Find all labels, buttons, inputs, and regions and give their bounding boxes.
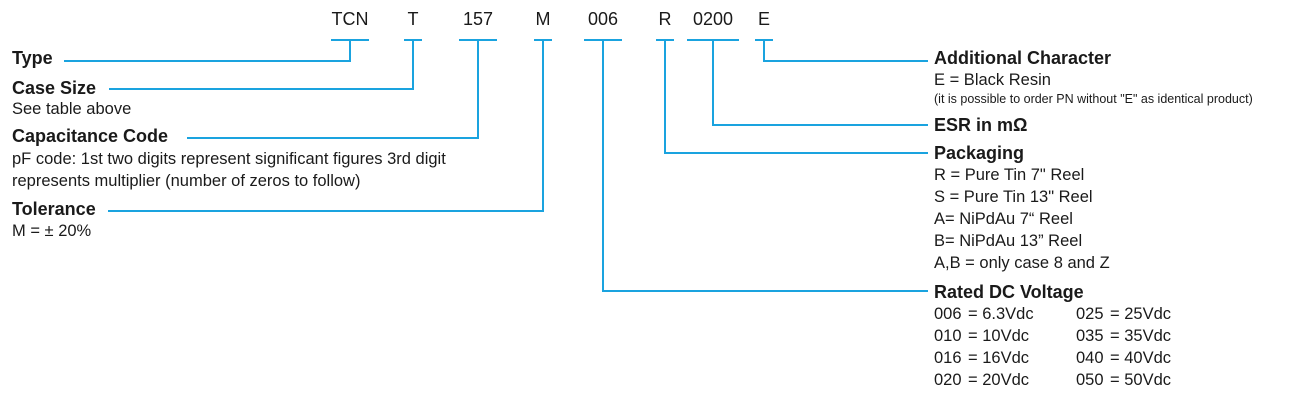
case-size-desc: See table above bbox=[12, 100, 132, 118]
voltage-code: 010 bbox=[934, 327, 962, 345]
voltage-value: = 6.3Vdc bbox=[968, 305, 1034, 323]
esr-title: ESR in mΩ bbox=[934, 115, 1028, 135]
rated-voltage-title: Rated DC Voltage bbox=[934, 282, 1084, 302]
packaging-line-4: B= NiPdAu 13” Reel bbox=[934, 232, 1083, 250]
voltage-value: = 35Vdc bbox=[1110, 327, 1172, 345]
connector-esr bbox=[712, 40, 928, 126]
voltage-value: = 10Vdc bbox=[968, 327, 1030, 345]
code-segment-packaging: R bbox=[658, 9, 672, 29]
voltage-code: 006 bbox=[934, 305, 962, 323]
code-segment-type: TCN bbox=[331, 9, 369, 29]
packaging-line-2: S = Pure Tin 13" Reel bbox=[934, 188, 1093, 206]
voltage-value: = 16Vdc bbox=[968, 349, 1030, 367]
tolerance-desc: M = ± 20% bbox=[12, 222, 92, 240]
additional-character-title: Additional Character bbox=[934, 48, 1112, 68]
voltage-code: 016 bbox=[934, 349, 962, 367]
capacitance-desc-line1: pF code: 1st two digits represent signif… bbox=[12, 150, 446, 168]
capacitance-title: Capacitance Code bbox=[12, 126, 169, 146]
connector-additional bbox=[763, 40, 928, 62]
code-segment-additional: E bbox=[757, 9, 771, 29]
connector-tolerance bbox=[108, 40, 544, 212]
additional-character-note: (it is possible to order PN without "E" … bbox=[934, 92, 1253, 106]
packaging-line-5: A,B = only case 8 and Z bbox=[934, 254, 1110, 272]
connector-packaging bbox=[664, 40, 928, 154]
voltage-code: 025 bbox=[1076, 305, 1104, 323]
code-segment-tolerance: M bbox=[535, 9, 551, 29]
tolerance-title: Tolerance bbox=[12, 199, 96, 219]
code-segment-capacitance: 157 bbox=[462, 9, 494, 29]
voltage-code: 050 bbox=[1076, 371, 1104, 389]
voltage-value: = 20Vdc bbox=[968, 371, 1030, 389]
voltage-code: 020 bbox=[934, 371, 962, 389]
packaging-line-3: A= NiPdAu 7“ Reel bbox=[934, 210, 1073, 228]
voltage-code: 035 bbox=[1076, 327, 1104, 345]
voltage-value: = 50Vdc bbox=[1110, 371, 1172, 389]
packaging-title: Packaging bbox=[934, 143, 1025, 163]
code-segment-esr: 0200 bbox=[692, 9, 734, 29]
voltage-value: = 40Vdc bbox=[1110, 349, 1172, 367]
voltage-code: 040 bbox=[1076, 349, 1104, 367]
voltage-value: = 25Vdc bbox=[1110, 305, 1172, 323]
packaging-line-1: R = Pure Tin 7" Reel bbox=[934, 166, 1085, 184]
capacitance-desc-line2: represents multiplier (number of zeros t… bbox=[12, 172, 361, 190]
code-segment-voltage: 006 bbox=[587, 9, 619, 29]
connector-voltage bbox=[602, 40, 928, 292]
case-size-title: Case Size bbox=[12, 78, 97, 98]
additional-character-desc: E = Black Resin bbox=[934, 71, 1051, 89]
code-segment-case: T bbox=[407, 9, 419, 29]
type-title: Type bbox=[12, 48, 53, 68]
connector-capacitance bbox=[187, 40, 479, 139]
connector-case-size bbox=[109, 40, 414, 90]
connector-type bbox=[64, 40, 351, 62]
